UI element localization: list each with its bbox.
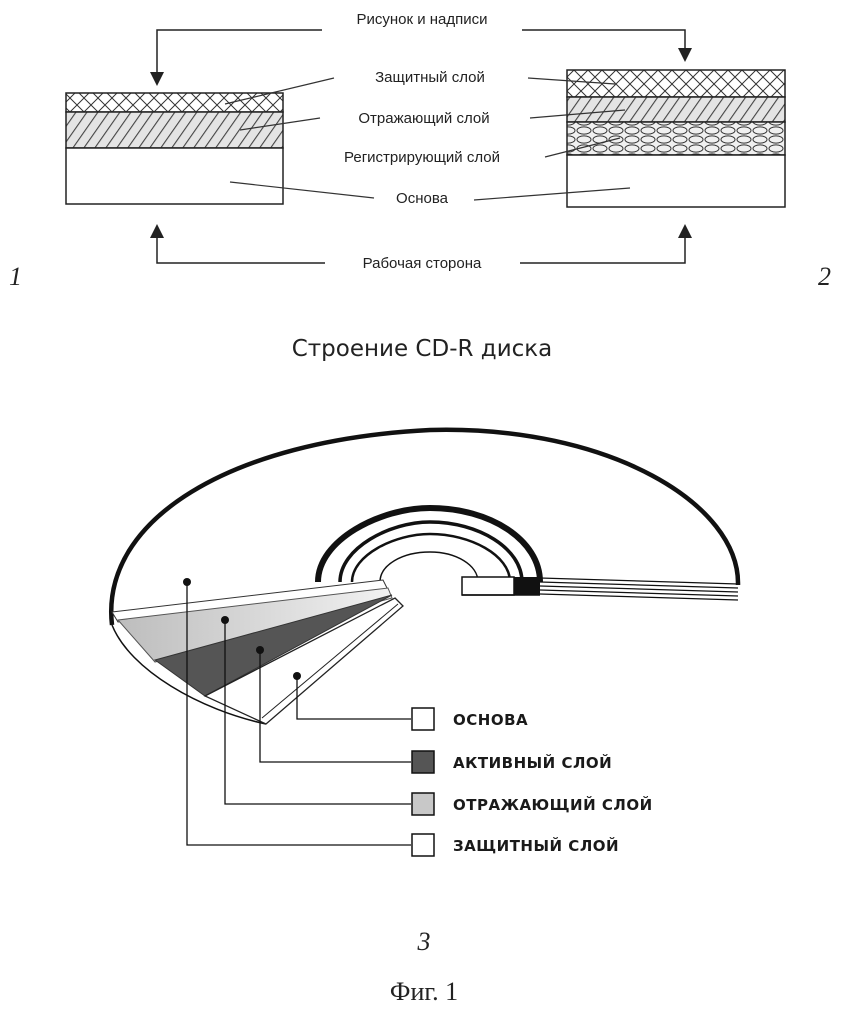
label-base: Основа <box>396 190 449 207</box>
pointer-dot-reflective <box>221 616 229 624</box>
figure-caption: Фиг. 1 <box>390 977 458 1006</box>
diagram-number-1: 1 <box>9 262 22 291</box>
label-print: Рисунок и надписи <box>356 11 487 28</box>
legend-label-base: ОСНОВА <box>453 711 528 729</box>
pointer-dot-active <box>256 646 264 654</box>
arrow-down-left-icon <box>150 72 164 86</box>
label-working-side: Рабочая сторона <box>363 255 482 272</box>
disc-outer-edge <box>111 430 738 625</box>
print-side-arrows <box>157 30 685 72</box>
arrow-down-right-icon <box>678 48 692 62</box>
label-recording-layer: Регистрирующий слой <box>344 149 500 166</box>
diagram-number-2: 2 <box>818 262 831 291</box>
base-layer-2 <box>567 155 785 207</box>
title-cdr-structure: Строение CD-R диска <box>292 336 553 362</box>
diagram-number-3: 3 <box>417 927 431 956</box>
legend-label-protective: ЗАЩИТНЫЙ СЛОЙ <box>453 836 619 855</box>
legend-swatch-active <box>412 751 434 773</box>
layer-diagram-1 <box>66 93 283 204</box>
legend-swatch-protective <box>412 834 434 856</box>
arrow-up-right-icon <box>678 224 692 238</box>
label-reflective-layer: Отражающий слой <box>358 110 489 127</box>
label-protective-layer: Защитный слой <box>375 69 485 86</box>
legend: ОСНОВА АКТИВНЫЙ СЛОЙ ОТРАЖАЮЩИЙ СЛОЙ ЗАЩ… <box>412 708 653 856</box>
pointer-dot-base <box>293 672 301 680</box>
legend-swatch-base <box>412 708 434 730</box>
reflective-layer-1 <box>66 112 283 148</box>
section-dark-block <box>514 577 540 595</box>
protective-layer-1 <box>66 93 283 112</box>
reflective-layer-2 <box>567 97 785 122</box>
layer-diagram-2 <box>567 70 785 207</box>
recording-layer-2 <box>567 122 785 155</box>
section-base-block <box>462 577 514 595</box>
section-layer-lines <box>540 578 738 600</box>
pointer-dot-protective <box>183 578 191 586</box>
legend-label-active: АКТИВНЫЙ СЛОЙ <box>453 753 612 772</box>
arrow-up-left-icon <box>150 224 164 238</box>
disc-illustration <box>111 430 738 724</box>
legend-swatch-reflective <box>412 793 434 815</box>
base-layer-1 <box>66 148 283 204</box>
legend-label-reflective: ОТРАЖАЮЩИЙ СЛОЙ <box>453 795 653 814</box>
